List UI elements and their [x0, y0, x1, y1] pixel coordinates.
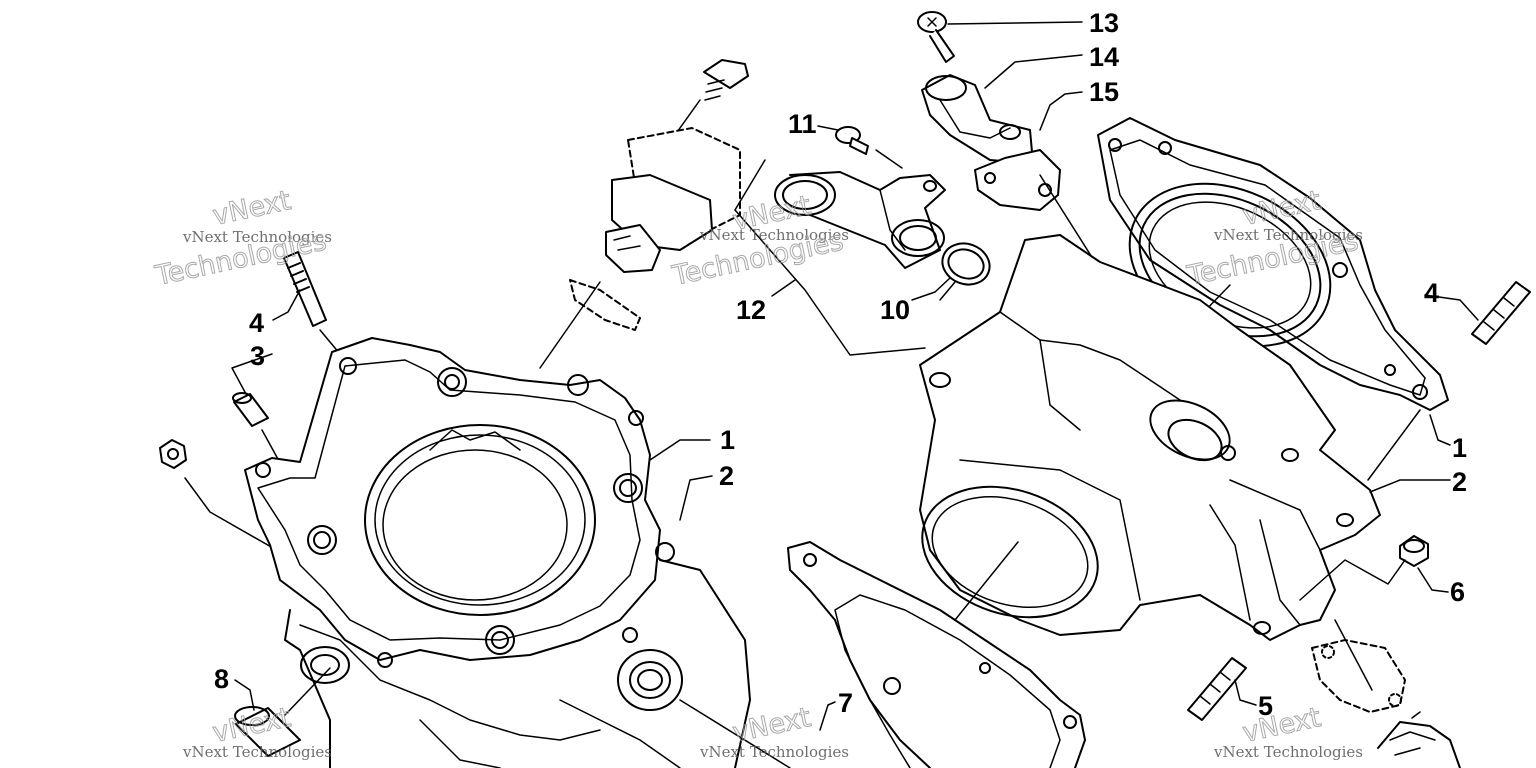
callout-14: 14	[1089, 42, 1119, 72]
watermark-4: vNext vNext Technologies	[182, 702, 332, 761]
head-gasket-left	[244, 337, 661, 668]
thermostat-lower-right	[1377, 721, 1461, 768]
stud-part-left	[283, 251, 327, 327]
callout-6: 6	[1450, 577, 1465, 607]
chain-tensioner-part	[539, 59, 749, 369]
gasket-15	[974, 149, 1061, 211]
o-ring-10	[941, 242, 991, 286]
water-pipe-part	[774, 171, 946, 269]
thermostat-housing-14	[921, 74, 1033, 163]
nut-part-left	[159, 439, 187, 469]
callout-1-right: 1	[1452, 433, 1467, 463]
callout-10: 10	[880, 295, 910, 325]
callout-labels: 13 14 15 11 12 10 4 3 1 2 8 7 4 1 2 6 5	[214, 8, 1467, 721]
watermark-6: vNext vNext Technologies	[1213, 702, 1363, 761]
svg-text:vNext: vNext	[210, 185, 294, 232]
callout-2-right: 2	[1452, 467, 1467, 497]
cylinder-block-left	[284, 542, 791, 768]
dowel-5	[1187, 657, 1247, 721]
callout-3: 3	[250, 341, 265, 371]
callout-5: 5	[1258, 691, 1273, 721]
svg-text:vNext Technologies: vNext Technologies	[182, 228, 332, 246]
screw-13	[917, 11, 955, 63]
callout-7: 7	[838, 688, 853, 718]
svg-text:vNext Technologies: vNext Technologies	[699, 743, 849, 761]
callout-2-left: 2	[719, 461, 734, 491]
stud-part-right	[1471, 281, 1531, 345]
callout-11: 11	[788, 109, 817, 139]
sleeve-part	[234, 706, 301, 757]
bolt-11	[835, 126, 869, 155]
dashed-gasket-lower-right	[1311, 639, 1406, 713]
callout-4-left: 4	[249, 308, 264, 338]
svg-text:vNext: vNext	[1240, 702, 1324, 749]
callout-15: 15	[1089, 77, 1119, 107]
svg-text:vNext Technologies: vNext Technologies	[182, 743, 332, 761]
svg-text:vNext Technologies: vNext Technologies	[699, 226, 849, 244]
base-gasket-7	[787, 541, 1086, 768]
svg-text:vNext: vNext	[730, 702, 814, 749]
cylinder-block-right	[919, 234, 1381, 641]
callout-8: 8	[214, 664, 229, 694]
svg-text:vNext Technologies: vNext Technologies	[1213, 226, 1363, 244]
nut-6	[1399, 535, 1429, 567]
callout-13: 13	[1089, 8, 1119, 38]
callout-12: 12	[736, 295, 766, 325]
dowel-sleeve-part	[232, 392, 269, 427]
callout-4-right: 4	[1424, 278, 1439, 308]
svg-text:vNext Technologies: vNext Technologies	[1213, 743, 1363, 761]
callout-1-left: 1	[720, 425, 735, 455]
